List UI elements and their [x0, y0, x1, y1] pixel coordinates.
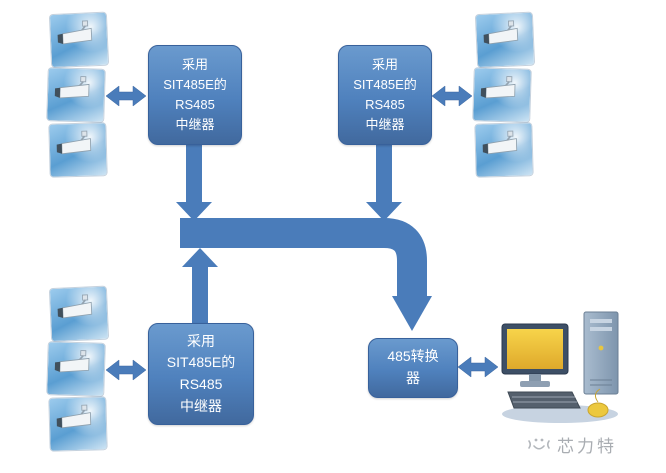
- camera-group-bottom-left: [47, 286, 109, 451]
- computer-monitor: [501, 323, 569, 387]
- watermark-logo-icon: [528, 438, 550, 450]
- watermark: 芯力特: [526, 432, 617, 457]
- camera-image: [475, 123, 533, 177]
- camera-image: [47, 68, 105, 122]
- camera-image: [49, 123, 107, 177]
- camera-group-top-left: [47, 12, 109, 177]
- repeater-box-top-left: 采用 SIT485E的 RS485 中继器: [148, 45, 242, 145]
- camera-image: [49, 397, 107, 451]
- cctv-camera-icon: [480, 76, 516, 99]
- cctv-camera-icon: [56, 130, 92, 155]
- arrow-bottom-left-up: [182, 248, 218, 323]
- double-arrow-top-right: [432, 85, 472, 107]
- cctv-camera-icon: [482, 130, 518, 155]
- camera-image: [475, 12, 535, 68]
- double-arrow-top-left: [106, 85, 146, 107]
- cctv-camera-icon: [483, 20, 519, 45]
- repeater-box-top-right: 采用 SIT485E的 RS485 中继器: [338, 45, 432, 145]
- camera-image: [49, 12, 109, 68]
- computer-mouse: [587, 388, 609, 418]
- arrow-top-right-down: [366, 143, 402, 221]
- bus-pipe: [180, 218, 427, 298]
- camera-image: [49, 286, 109, 342]
- double-arrow-bottom-left: [106, 359, 146, 381]
- computer-tower: [583, 311, 619, 395]
- repeater-box-bottom-left: 采用 SIT485E的 RS485 中继器: [148, 323, 254, 425]
- cctv-camera-icon: [54, 76, 90, 99]
- cctv-camera-icon: [57, 20, 93, 45]
- double-arrow-converter-computer: [458, 356, 498, 378]
- computer-keyboard: [507, 391, 581, 409]
- desktop-computer-icon: [501, 311, 619, 423]
- watermark-text: 芯力特: [557, 437, 617, 456]
- cctv-camera-icon: [54, 350, 90, 373]
- cctv-camera-icon: [56, 404, 92, 429]
- bus-pipe-arrowhead: [392, 296, 432, 331]
- camera-image: [473, 68, 531, 122]
- cctv-camera-icon: [57, 294, 93, 319]
- arrow-top-left-down: [176, 143, 212, 221]
- camera-group-top-right: [473, 12, 535, 177]
- camera-image: [47, 342, 105, 396]
- converter-box: 485转换 器: [368, 338, 458, 398]
